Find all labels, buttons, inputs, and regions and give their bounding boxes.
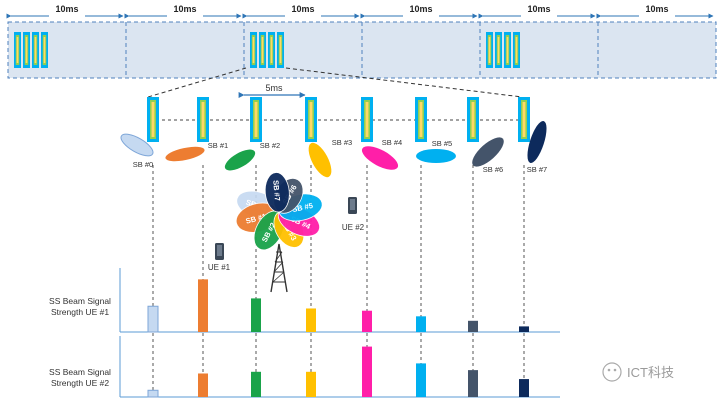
fan-beam-label: SB #7 — [271, 180, 282, 202]
ssb-block-icon — [513, 32, 520, 68]
frame-duration-label: 10ms — [527, 4, 550, 14]
ssb-block-icon — [415, 97, 427, 142]
gnb-tower — [270, 243, 288, 293]
ssb-block-icon — [41, 32, 48, 68]
ss-beam-lobe — [224, 149, 256, 171]
ue1-strength-bar — [251, 298, 261, 332]
ue1-signal-chart: SS Beam Signal Strength UE #1 — [49, 268, 560, 333]
ssb-burst-row — [147, 97, 530, 142]
ssb-block-icon — [23, 32, 30, 68]
ss-beam-label: SB #0 — [133, 160, 153, 169]
ue2-strength-bar — [362, 346, 372, 397]
ssb-block-icon — [277, 32, 284, 68]
ss-beam-lobe — [165, 146, 205, 162]
frame-duration-label: 10ms — [55, 4, 78, 14]
ssb-block-icon — [32, 32, 39, 68]
ue2-strength-bar — [251, 371, 261, 397]
ss-beam-label: SB #5 — [432, 139, 452, 148]
ss-beam-label: SB #7 — [527, 165, 547, 174]
ss-beam-lobe — [308, 142, 332, 178]
fan-beam-lobe — [264, 172, 290, 213]
gnb-beam-fan: SB #0SB #1SB #2SB #3SB #4SB #5SB #6SB #7 — [235, 172, 323, 251]
ss-beam-lobe — [120, 133, 154, 157]
ue-1: UE #1 — [208, 243, 231, 272]
ue2-signal-chart: SS Beam Signal Strength UE #2 — [49, 336, 560, 398]
ssb-block-icon — [305, 97, 317, 142]
beam-guides — [152, 165, 525, 397]
ue1-strength-bar — [306, 308, 316, 332]
zoom-line-right — [285, 67, 523, 98]
ue2-chart-label-line2: Strength UE #2 — [51, 378, 109, 388]
ue2-strength-bar — [147, 389, 159, 398]
burst-span-label: 5ms — [265, 83, 283, 93]
frame-duration-label: 10ms — [409, 4, 432, 14]
ssb-block-icon — [250, 32, 257, 68]
ssb-block-icon — [259, 32, 266, 68]
ssb-block-icon — [147, 97, 159, 142]
ss-beam-label: SB #1 — [208, 141, 228, 150]
ue2-strength-bar — [416, 363, 426, 397]
ssb-block-icon — [361, 97, 373, 142]
ue1-strength-bar — [147, 305, 159, 333]
ue2-strength-bar — [468, 370, 478, 397]
zoom-line-left — [147, 67, 247, 98]
ue-2-label: UE #2 — [342, 223, 365, 232]
ue2-strength-bar — [519, 379, 529, 397]
ss-beam-lobe — [472, 137, 504, 167]
ss-beam-label: SB #4 — [382, 138, 402, 147]
watermark-text: ICT科技 — [627, 365, 674, 380]
ssb-block-icon — [504, 32, 511, 68]
ue1-strength-bar — [468, 320, 478, 332]
ue2-strength-bar — [306, 371, 316, 397]
ss-beam-lobe — [416, 149, 456, 163]
ssb-block-icon — [197, 97, 209, 142]
burst-span: 5ms — [238, 83, 306, 98]
watermark: ICT科技 — [602, 362, 674, 382]
frame-duration-label: 10ms — [173, 4, 196, 14]
frame-duration-label: 10ms — [645, 4, 668, 14]
ue1-strength-bar — [362, 310, 372, 332]
ue1-chart-label-line1: SS Beam Signal — [49, 296, 111, 306]
ue1-strength-bar — [416, 316, 426, 332]
ssb-block-icon — [250, 97, 262, 142]
ss-beam-lobe — [361, 146, 399, 170]
ue1-strength-bar — [519, 326, 529, 332]
ssb-block-icon — [486, 32, 493, 68]
ss-beam-label: SB #6 — [483, 165, 503, 174]
frame-duration-label: 10ms — [291, 4, 314, 14]
ue-1-label: UE #1 — [208, 263, 231, 272]
frame-timeline: 10ms 10ms 10ms 10ms 10ms 10ms — [6, 4, 717, 79]
ssb-block-icon — [467, 97, 479, 142]
ue1-chart-label-line2: Strength UE #1 — [51, 307, 109, 317]
beam-row: SB #0 SB #1 SB #2 SB #3 SB #4 SB #5 SB #6 SB #7 — [120, 120, 547, 178]
wechat-icon — [602, 362, 622, 382]
ssb-block-icon — [268, 32, 275, 68]
ss-beam-label: SB #2 — [260, 141, 280, 150]
ue2-chart-label-line1: SS Beam Signal — [49, 367, 111, 377]
ssb-block-icon — [14, 32, 21, 68]
ue1-strength-bar — [198, 279, 208, 332]
ss-beam-lobe — [527, 120, 547, 164]
ss-beam-label: SB #3 — [332, 138, 352, 147]
ssb-block-icon — [495, 32, 502, 68]
ssb-block-icon — [518, 97, 530, 142]
ue2-strength-bar — [198, 373, 208, 397]
ue-2: UE #2 — [342, 197, 365, 232]
